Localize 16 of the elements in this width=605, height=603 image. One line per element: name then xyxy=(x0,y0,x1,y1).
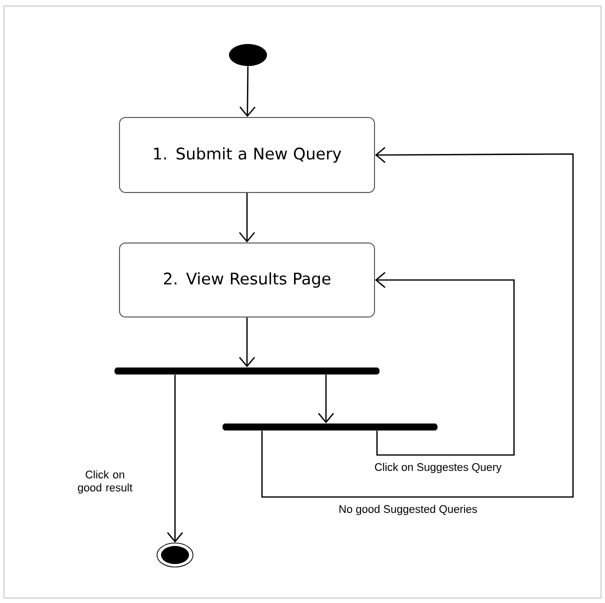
action-box: 2. View Results Page xyxy=(119,242,375,318)
arrow xyxy=(167,374,183,543)
edge-label: No good Suggested Queries xyxy=(338,504,478,516)
edge-label: Click on good result xyxy=(69,469,141,495)
arrow xyxy=(318,374,334,424)
end-node xyxy=(156,542,194,568)
arrow xyxy=(239,318,255,368)
edge-label: Click on Suggestes Query xyxy=(373,462,503,474)
action-box: 1. Submit a New Query xyxy=(119,117,375,193)
arrow xyxy=(261,146,574,498)
start-node xyxy=(229,44,267,66)
arrow xyxy=(239,66,256,117)
arrow xyxy=(239,193,255,242)
sync-bar xyxy=(222,424,438,430)
arrow xyxy=(375,272,515,456)
sync-bar xyxy=(114,368,380,374)
